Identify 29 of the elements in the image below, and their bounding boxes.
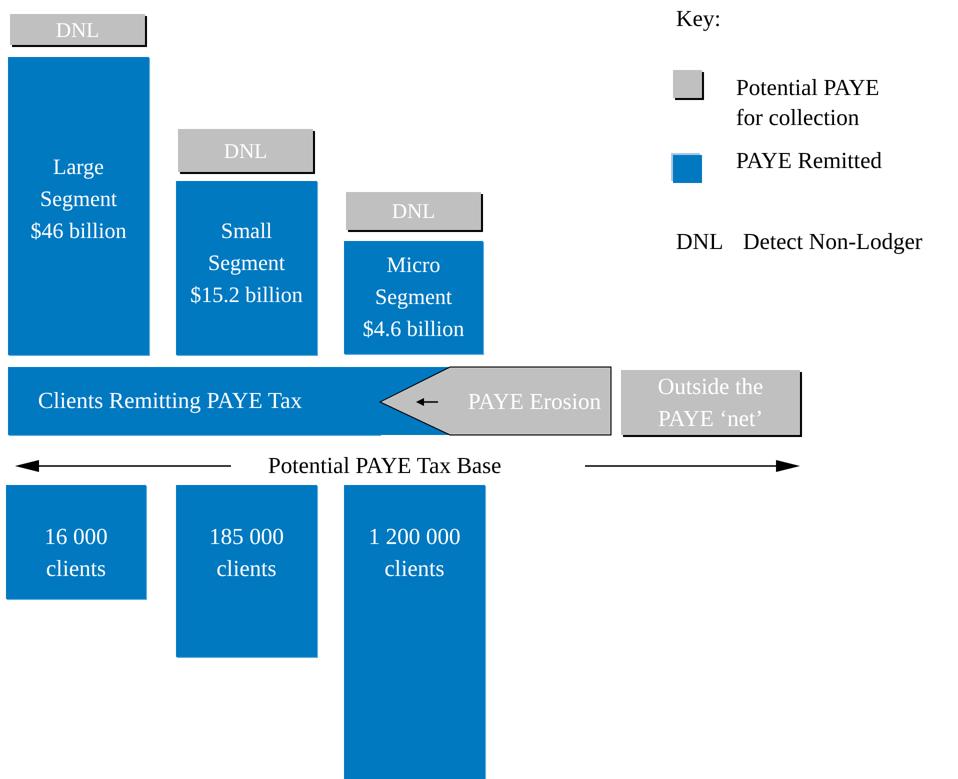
box-label: 1 200 000 clients: [368, 523, 462, 583]
segment-box: [344, 241, 483, 354]
box-label: Small Segment $15.2 billion: [189, 217, 304, 309]
segment-box: [8, 57, 149, 355]
axis-label: Potential PAYE Tax Base: [268, 452, 502, 480]
box-label: 185 000 clients: [208, 523, 285, 583]
outside-box: [621, 370, 800, 435]
box-label: DNL: [224, 138, 268, 164]
dnl-box: [10, 14, 145, 45]
box-label: DNL: [56, 16, 100, 44]
bar-label: PAYE Erosion: [468, 388, 601, 416]
erosion-pentagon: [380, 367, 613, 437]
dnl-box: [178, 129, 313, 172]
box-label: Large Segment $46 billion: [30, 153, 128, 245]
legend-label: Potential PAYE for collection: [736, 74, 880, 132]
clients-box: [6, 485, 146, 599]
box-label: 16 000 clients: [43, 523, 109, 583]
bar-label: Clients Remitting PAYE Tax: [38, 387, 302, 415]
legend-label: PAYE Remitted: [736, 147, 883, 175]
key-title: Key:: [676, 5, 721, 33]
box-label: Micro Segment $4.6 billion: [362, 251, 466, 343]
segment-box: [176, 181, 317, 355]
abbreviation-definition: Detect Non-Lodger: [743, 228, 922, 256]
box-label: DNL: [392, 198, 436, 225]
dnl-box: [346, 192, 481, 230]
clients-box: [176, 485, 317, 657]
clients-box: [344, 485, 485, 779]
bar-label: Outside the PAYE ‘net’: [656, 372, 764, 432]
abbreviation: DNL: [676, 228, 724, 256]
